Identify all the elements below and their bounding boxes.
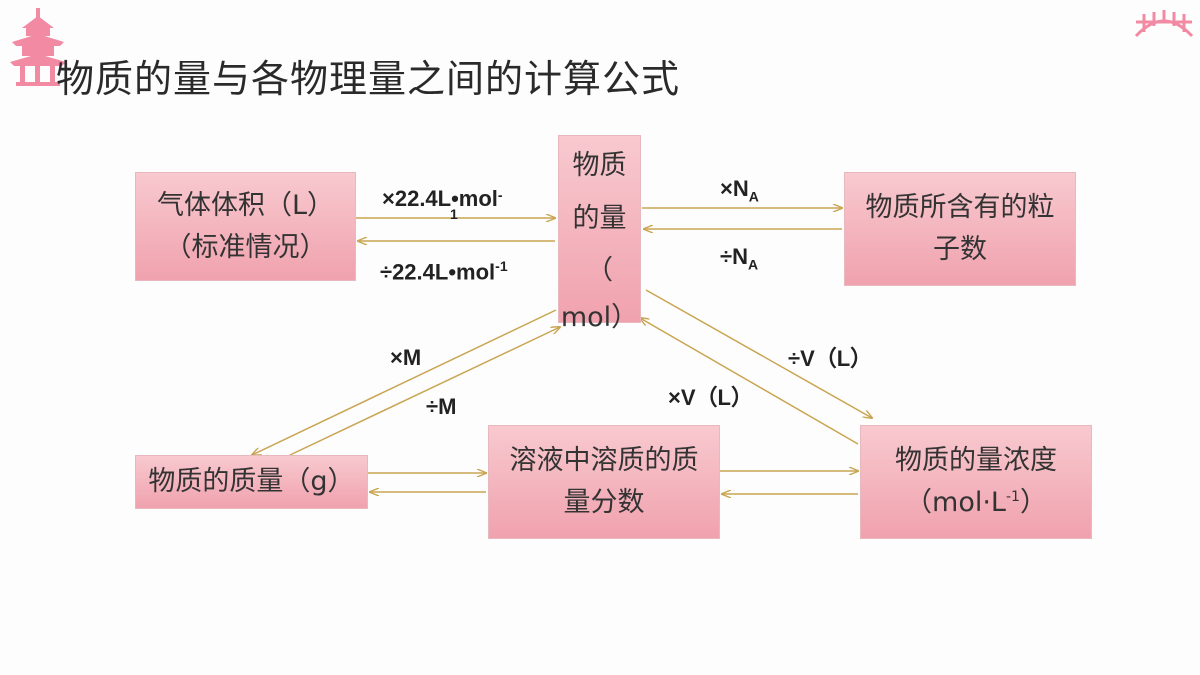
node-concentration: 物质的量浓度 （mol·L-1）: [860, 425, 1092, 539]
node-particles: 物质所含有的粒 子数: [844, 172, 1076, 286]
node-gas-volume-line2: （标准情况）: [164, 231, 327, 263]
pagoda-icon: [10, 8, 66, 86]
bridge-icon: [1134, 10, 1194, 38]
label-times-molar-volume: ×22.4L•mol- 1: [382, 186, 503, 222]
label-div-molar-volume: ÷22.4L•mol-1: [380, 258, 508, 285]
node-mass-fraction: 溶液中溶质的质 量分数: [488, 425, 720, 539]
node-concentration-line1: 物质的量浓度: [895, 445, 1057, 477]
arrow-amount-to-concentration: [645, 289, 872, 418]
node-mass-fraction-line1: 溶液中溶质的质: [509, 445, 699, 477]
label-times-avogadro: ×NA: [720, 176, 759, 205]
arrow-mass-to-amount: [289, 327, 560, 456]
label-times-volume: ×V（L）: [668, 385, 753, 410]
page-title: 物质的量与各物理量之间的计算公式: [56, 57, 681, 101]
node-mass: 物质的质量（g）: [135, 455, 368, 509]
node-mass-fraction-line2: 量分数: [563, 487, 645, 518]
node-particles-line1: 物质所含有的粒: [865, 192, 1055, 224]
label-div-molar-mass: ÷M: [426, 394, 457, 419]
node-amount-line2: 的量: [572, 202, 627, 234]
node-particles-line2: 子数: [933, 234, 987, 265]
arrow-amount-to-mass: [252, 309, 557, 455]
node-amount-line3: （: [586, 255, 613, 287]
node-amount-line1: 物质: [572, 150, 627, 181]
label-times-molar-mass: ×M: [390, 345, 422, 370]
label-div-volume: ÷V（L）: [788, 346, 873, 371]
node-mass-line1: 物质的质量（g）: [148, 466, 355, 498]
node-gas-volume: 气体体积（L） （标准情况）: [135, 172, 356, 281]
node-amount-line4: mol）: [560, 301, 639, 333]
node-concentration-line2: （mol·L-1）: [905, 487, 1047, 518]
arrow-concentration-to-amount: [640, 318, 859, 445]
node-gas-volume-line1: 气体体积（L）: [156, 189, 335, 221]
node-amount: 物质 的量 （ mol）: [558, 135, 641, 333]
label-div-avogadro: ÷NA: [720, 244, 759, 273]
